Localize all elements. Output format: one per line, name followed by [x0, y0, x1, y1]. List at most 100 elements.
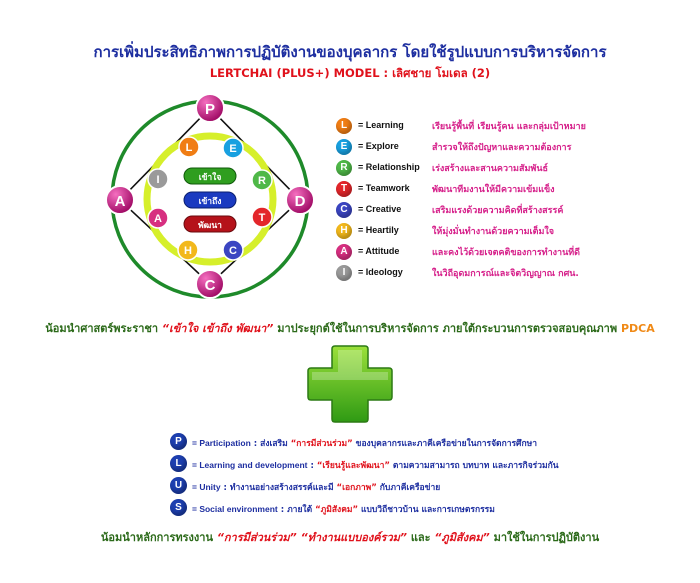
legend-desc: สำรวจให้ถึงปัญหาและความต้องการ — [432, 143, 572, 153]
legend-item: T = Teamwork พัฒนาทีมงานให้มีความเข้มแข็… — [336, 179, 676, 199]
pill-develop-label: พัฒนา — [198, 220, 222, 231]
svg-text:D: D — [295, 193, 306, 210]
legend-term: = Creative — [358, 204, 402, 214]
legend-term: = Ideology — [358, 267, 403, 277]
svg-text:L: L — [186, 142, 193, 154]
legend-term: = Heartily — [358, 225, 399, 235]
inner-ball-t: T — [251, 206, 273, 228]
plus-desc-after: ของบุคลากรและภาคีเครือข่ายในการจัดการศึก… — [352, 439, 537, 449]
pdca-highlight: “เข้าใจ เข้าถึง พัฒนา” — [161, 322, 274, 335]
svg-text:P: P — [205, 101, 215, 118]
pill-develop: พัฒนา — [183, 215, 237, 233]
plus-quote: “การมีส่วนร่วม” — [290, 439, 353, 449]
plus-item-learning: L = Learning and development : “เรียนรู้… — [170, 454, 670, 474]
bottom-statement: น้อมนำหลักการทรงงาน “การมีส่วนร่วม” “ทำง… — [0, 528, 700, 546]
pdca-prefix: น้อมนำศาสตร์พระราชา — [45, 322, 159, 335]
inner-ball-a: A — [147, 207, 169, 229]
legend-term: = Teamwork — [358, 183, 410, 193]
page-subtitle: LERTCHAI (PLUS+) MODEL : เลิศชาย โมเดล (… — [209, 66, 491, 80]
plus-ball: P — [170, 433, 187, 450]
inner-ball-l: L — [178, 136, 200, 158]
inner-ball-i: I — [147, 168, 169, 190]
plus-desc-before: : — [307, 461, 317, 471]
svg-text:H: H — [184, 245, 192, 257]
legend-term: = Attitude — [358, 246, 400, 256]
legend-item: C = Creative เสริมแรงด้วยความคิดที่สร้าง… — [336, 200, 676, 220]
plus-quote: “เอกภาพ” — [336, 483, 377, 493]
svg-text:T: T — [259, 212, 266, 224]
svg-text:A: A — [115, 193, 126, 210]
plus-desc-before: : ส่งเสริม — [250, 439, 291, 449]
legend-desc: เร่งสร้างและสานความสัมพันธ์ — [432, 164, 548, 174]
legend-ball: T — [336, 181, 352, 197]
plus-desc-before: : ทำงานอย่างสร้างสรรค์และมี — [220, 483, 337, 493]
svg-text:C: C — [229, 245, 237, 257]
page-title: การเพิ่มประสิทธิภาพการปฏิบัติงานของบุคลา… — [93, 43, 607, 61]
legend-item: H = Heartily ให้มุ่งมั่นทำงานด้วยความเต็… — [336, 221, 676, 241]
legend-desc: ในวิถีอุดมการณ์และจิตวิญญาณ กศน. — [432, 269, 579, 279]
outer-ball-d: D — [285, 185, 315, 215]
plus-term: = Unity — [192, 482, 221, 492]
pdca-statement: น้อมนำศาสตร์พระราชา “เข้าใจ เข้าถึง พัฒน… — [0, 319, 700, 337]
plus-icon — [307, 345, 393, 423]
bottom-quote-1: “การมีส่วนร่วม” — [216, 531, 297, 544]
inner-ball-c: C — [222, 239, 244, 261]
outer-ball-a: A — [105, 185, 135, 215]
plus-ball: U — [170, 477, 187, 494]
plus-desc-after: แบบวิถีชาวบ้าน และการเกษตรกรรม — [358, 505, 495, 515]
legend-item: L = Learning เรียนรู้พื้นที่ เรียนรู้คน … — [336, 116, 676, 136]
plus-ball: L — [170, 455, 187, 472]
svg-text:I: I — [156, 174, 159, 186]
svg-text:A: A — [154, 213, 162, 225]
legend-item: R = Relationship เร่งสร้างและสานความสัมพ… — [336, 158, 676, 178]
legend-term: = Explore — [358, 141, 399, 151]
legend-ball: A — [336, 244, 352, 260]
plus-ball: S — [170, 499, 187, 516]
legend-desc: พัฒนาทีมงานให้มีความเข้มแข็ง — [432, 185, 555, 195]
plus-item-participation: P = Participation : ส่งเสริม “การมีส่วนร… — [170, 432, 670, 452]
pdca-middle: มาประยุกต์ใช้ในการบริหารจัดการ ภายใต้กระ… — [277, 322, 618, 335]
legend-ball: H — [336, 223, 352, 239]
legend-ball: C — [336, 202, 352, 218]
legend-term: = Relationship — [358, 162, 420, 172]
plus-term: = Social environment — [192, 504, 278, 514]
lertchai-diagram: เข้าใจ เข้าถึง พัฒนา L E R T C H A I — [105, 93, 315, 299]
legend-item: A = Attitude และคงไว้ด้วยเจตคติของการทำง… — [336, 242, 676, 262]
bottom-suffix: มาใช้ในการปฏิบัติงาน — [493, 531, 600, 544]
bottom-prefix: น้อมนำหลักการทรงงาน — [100, 531, 213, 544]
legend-item: I = Ideology ในวิถีอุดมการณ์และจิตวิญญาณ… — [336, 263, 676, 283]
inner-ball-h: H — [177, 239, 199, 261]
bottom-quote-3: “ภูมิสังคม” — [434, 531, 490, 544]
plus-term: = Participation — [192, 438, 251, 448]
plus-desc-after: ตามความสามารถ บทบาท และภารกิจร่วมกัน — [389, 461, 559, 471]
pill-understand-label: เข้าใจ — [199, 172, 222, 183]
inner-ball-e: E — [222, 137, 244, 159]
plus-desc-before: : ภายใต้ — [277, 505, 316, 515]
legend-desc: ให้มุ่งมั่นทำงานด้วยความเต็มใจ — [432, 227, 555, 237]
bottom-quote-2: “ทำงานแบบองค์รวม” — [300, 531, 407, 544]
legend-ball: R — [336, 160, 352, 176]
legend-ball: E — [336, 139, 352, 155]
outer-ball-c: C — [195, 269, 225, 299]
plus-quote: “เรียนรู้และพัฒนา” — [316, 461, 390, 471]
bottom-and: และ — [410, 531, 431, 544]
svg-text:R: R — [258, 175, 266, 187]
legend-term: = Learning — [358, 120, 404, 130]
svg-text:C: C — [205, 277, 216, 294]
outer-ball-p: P — [195, 93, 225, 123]
plus-term: = Learning and development — [192, 460, 308, 470]
pill-understand: เข้าใจ — [183, 167, 237, 185]
legend-desc: เรียนรู้พื้นที่ เรียนรู้คน และกลุ่มเป้าห… — [432, 122, 586, 132]
pdca-term: PDCA — [620, 322, 655, 335]
pill-access: เข้าถึง — [183, 191, 237, 209]
inner-ring — [143, 132, 277, 266]
legend-ball: I — [336, 265, 352, 281]
pill-access-label: เข้าถึง — [199, 196, 222, 207]
inner-ball-r: R — [251, 169, 273, 191]
plus-item-unity: U = Unity : ทำงานอย่างสร้างสรรค์และมี “เ… — [170, 476, 670, 496]
legend-desc: และคงไว้ด้วยเจตคติของการทำงานที่ดี — [432, 248, 581, 258]
plus-item-social: S = Social environment : ภายใต้ “ภูมิสัง… — [170, 498, 670, 518]
plus-desc-after: กับภาคีเครือข่าย — [376, 483, 441, 493]
legend-ball: L — [336, 118, 352, 134]
legend-desc: เสริมแรงด้วยความคิดที่สร้างสรรค์ — [432, 206, 564, 216]
